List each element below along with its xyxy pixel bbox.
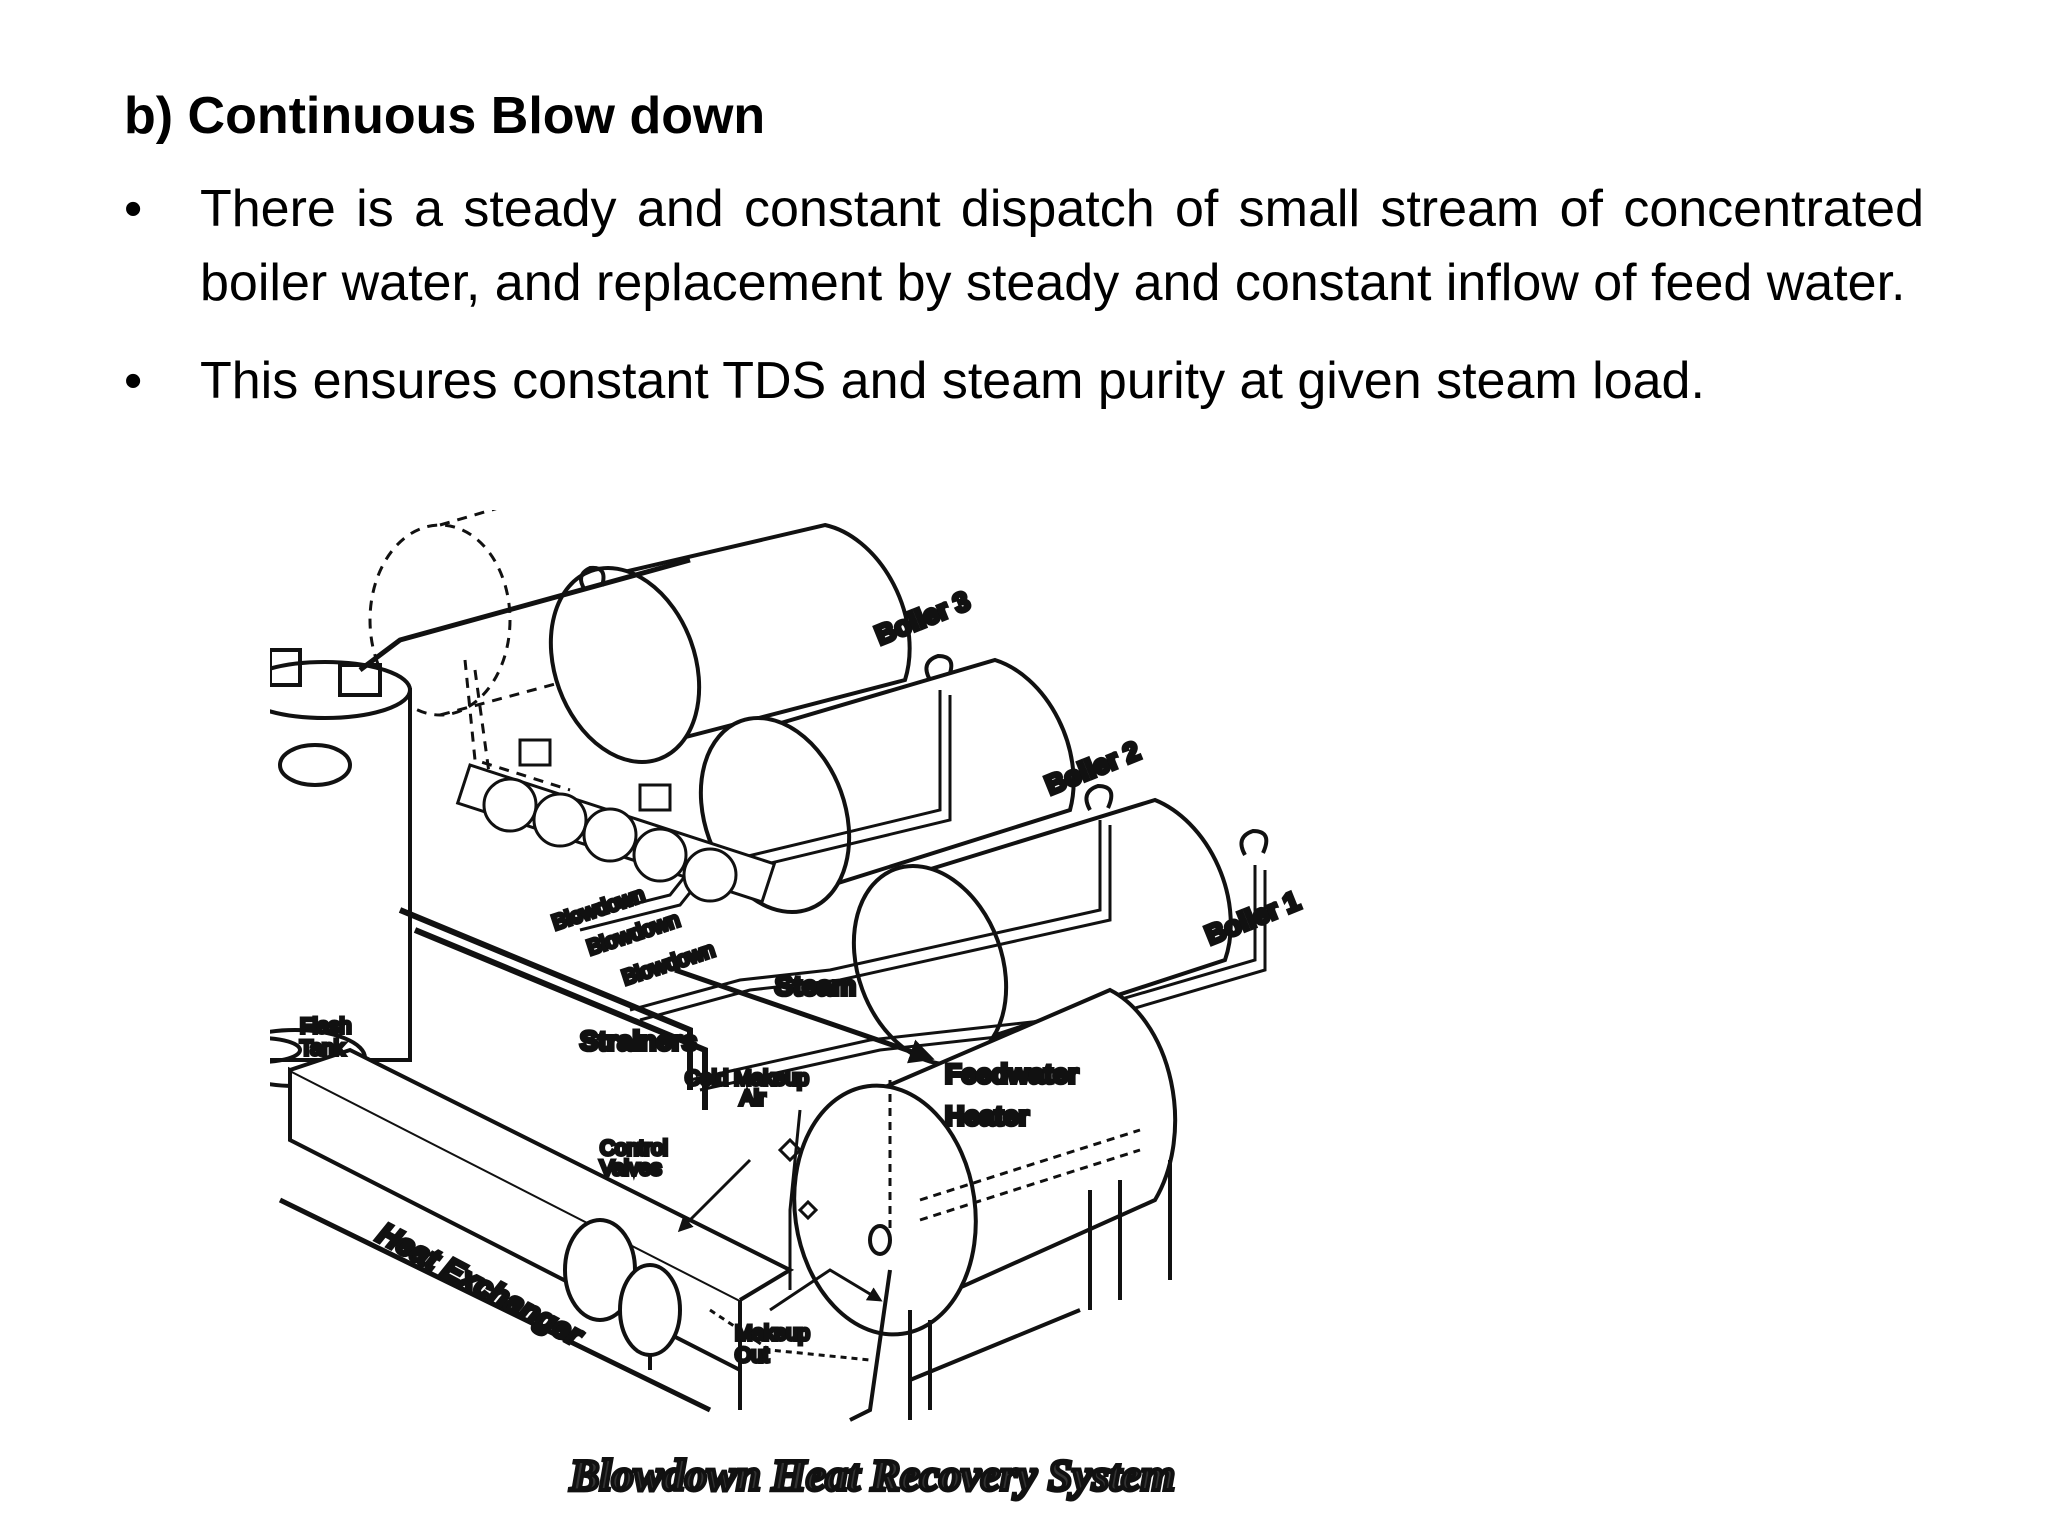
- cold-makeup-label: Air: [740, 1087, 766, 1110]
- makeup-out-label: Makeup: [735, 1322, 810, 1345]
- feedwater-heater-label: Feedwater: [945, 1059, 1079, 1089]
- bullet-item: • There is a steady and constant dispatc…: [124, 172, 1924, 320]
- flash-tank-label: Flash: [300, 1015, 351, 1038]
- steam-line: [674, 967, 935, 1064]
- bullet-dot: •: [124, 352, 143, 410]
- makeup-out-label: Out: [735, 1344, 769, 1367]
- steam-label: Steam: [775, 971, 856, 1001]
- feedwater-heater-label: Heater: [945, 1101, 1030, 1131]
- blowdown-heat-recovery-diagram: Boiler 3 Boiler 2 Boiler 1 Blowdown Blow…: [270, 510, 1600, 1520]
- feedwater-heater: [792, 987, 1178, 1422]
- strainers: [455, 738, 777, 904]
- cold-makeup-label: Cold Makeup: [685, 1067, 809, 1090]
- bullet-text: There is a steady and constant dispatch …: [200, 180, 1924, 312]
- control-valves-label: Valves: [600, 1157, 661, 1180]
- slide-title: b) Continuous Blow down: [124, 87, 766, 145]
- bullet-list: • There is a steady and constant dispatc…: [124, 172, 1924, 442]
- diagram-caption: Blowdown Heat Recovery System: [569, 1451, 1175, 1500]
- strainers-label: Strainers: [580, 1026, 697, 1056]
- flash-tank: [270, 557, 691, 1088]
- flash-tank-label: Tank: [300, 1037, 345, 1060]
- bullet-item: • This ensures constant TDS and steam pu…: [124, 344, 1924, 418]
- heat-exchanger: [278, 907, 795, 1413]
- control-valves: [677, 1109, 883, 1362]
- bullet-text: This ensures constant TDS and steam puri…: [200, 352, 1705, 410]
- boiler-3: [548, 522, 954, 764]
- bullet-dot: •: [124, 180, 143, 238]
- control-valves-label: Control: [600, 1137, 668, 1160]
- boiler-1: [851, 797, 1269, 1066]
